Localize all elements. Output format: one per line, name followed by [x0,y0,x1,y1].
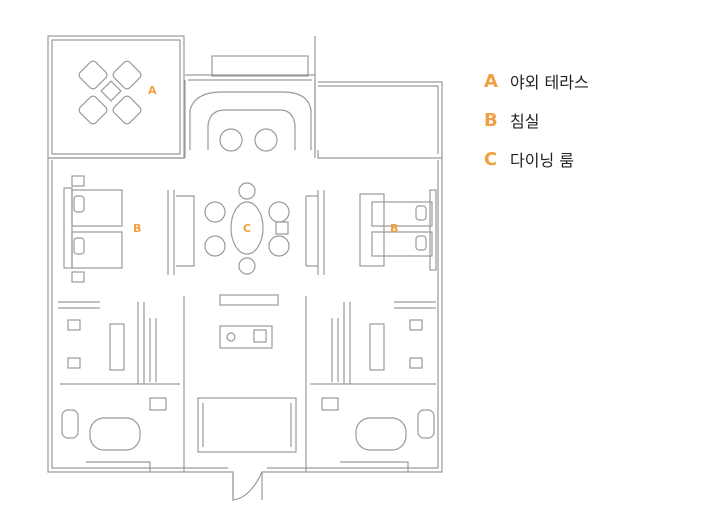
terrace-outline [47,35,185,159]
legend-text: 침실 [510,112,540,131]
plan-label-b-right: B [390,222,398,235]
terrace-furniture [78,60,142,125]
left-bed [63,175,123,283]
legend-text: 다이닝 룸 [510,151,574,170]
plan-label-a: A [148,84,157,97]
outer-wall-inner [51,160,439,469]
legend-letter: C [484,148,498,170]
right-bed [359,189,437,271]
legend-letter: A [484,70,498,92]
legend-item-a: A 야외 테라스 [484,68,589,94]
dining-set [204,182,290,275]
plan-label-b-left: B [133,222,141,235]
legend-item-c: C 다이닝 룸 [484,146,589,172]
legend-letter: B [484,109,498,131]
legend-text: 야외 테라스 [510,73,589,92]
kitchen-island [219,325,273,349]
banquette [189,91,312,150]
plan-label-c: C [243,222,251,235]
legend-item-b: B 침실 [484,107,589,133]
legend: A 야외 테라스 B 침실 C 다이닝 룸 [484,68,589,185]
